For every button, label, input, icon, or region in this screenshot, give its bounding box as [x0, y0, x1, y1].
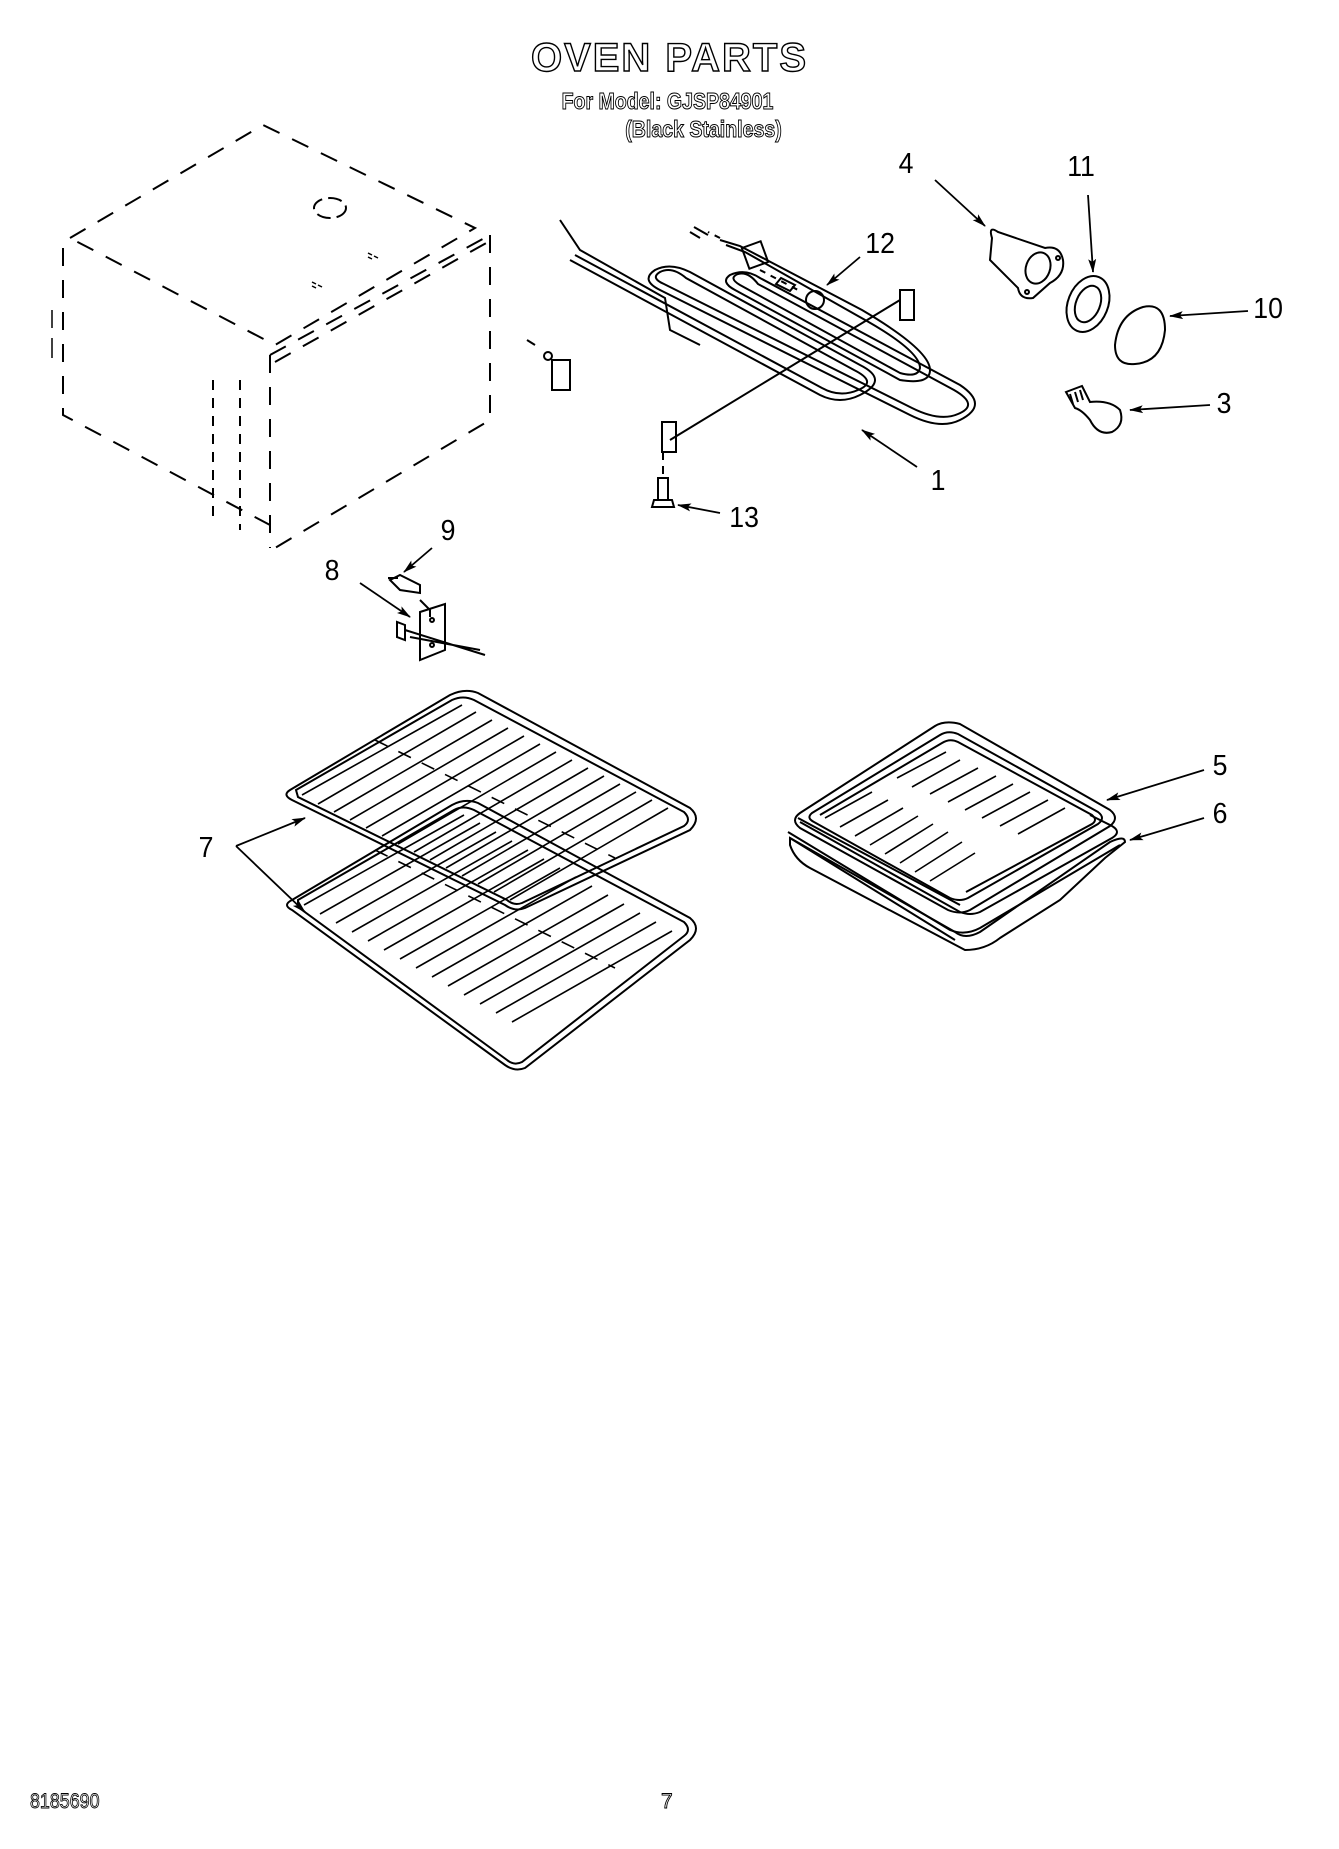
callout-9: 9 [440, 515, 456, 547]
leader-7b [235, 845, 306, 913]
callout-leaders [235, 179, 1249, 913]
callout-10: 10 [1253, 293, 1283, 325]
callout-13: 13 [729, 502, 759, 534]
broiler-pan-drawing [787, 814, 1127, 952]
leader-1 [861, 429, 918, 468]
finish-description: (Black Stainless) [625, 116, 782, 143]
callout-4: 4 [898, 148, 914, 180]
oven-cavity-outline [62, 123, 491, 549]
oven-cavity-details [51, 252, 379, 358]
broil-element-drawing [526, 219, 976, 453]
temperature-sensor-drawing [388, 573, 486, 662]
callout-12: 12 [865, 228, 895, 260]
callout-3: 3 [1216, 388, 1232, 420]
leader-4 [934, 179, 986, 227]
element-screws-drawing [650, 269, 825, 508]
page-title: OVEN PARTS [530, 35, 809, 80]
leader-10 [1169, 310, 1249, 320]
leader-8 [359, 582, 411, 618]
leader-7a [235, 817, 306, 847]
callout-6: 6 [1212, 798, 1228, 830]
leader-13 [677, 503, 721, 514]
leader-5 [1106, 769, 1205, 801]
callout-1: 1 [930, 465, 946, 497]
callout-11: 11 [1067, 151, 1095, 183]
page-number: 7 [661, 1790, 674, 1814]
broiler-grid-drawing [794, 721, 1116, 914]
model-number: For Model: GJSP84901 [561, 88, 774, 115]
callout-7: 7 [198, 832, 214, 864]
leader-9 [403, 547, 433, 573]
lens-gasket-drawing [1065, 275, 1111, 333]
light-lens-drawing [1113, 305, 1167, 366]
leader-6 [1129, 817, 1205, 841]
callout-8: 8 [324, 555, 340, 587]
leader-11 [1087, 194, 1097, 273]
document-number: 8185690 [30, 1790, 100, 1814]
leader-12 [826, 256, 861, 286]
leader-3 [1129, 404, 1211, 414]
oven-racks-drawing [285, 689, 697, 1071]
light-socket-drawing [988, 228, 1065, 300]
light-bulb-drawing [1064, 384, 1123, 434]
callout-5: 5 [1212, 750, 1228, 782]
